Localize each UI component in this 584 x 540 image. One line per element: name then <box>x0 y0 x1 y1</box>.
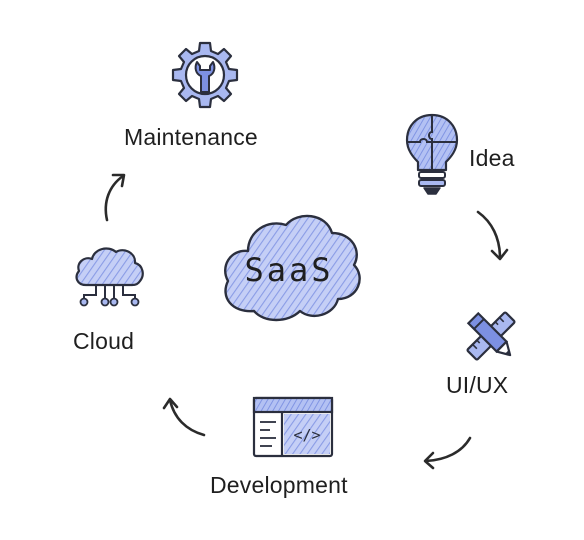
center-cloud: SaaS <box>214 205 364 330</box>
development-step-icon: </> <box>252 396 334 458</box>
arrow-development-to-cloud <box>168 398 206 437</box>
arrow-cloud-to-maintenance <box>104 174 125 222</box>
pencil-ruler-icon <box>466 311 516 361</box>
idea-step-icon <box>404 112 460 196</box>
cloud-label: Cloud <box>73 328 135 354</box>
code-glyph: </> <box>293 426 320 444</box>
arrowhead-idea-to-uiux <box>490 248 509 261</box>
maintenance-label: Maintenance <box>124 124 258 150</box>
arrowhead-uiux-to-development <box>423 451 435 470</box>
uiux-step-icon <box>462 307 520 365</box>
idea-label: Idea <box>469 145 515 171</box>
arrow-idea-to-uiux <box>476 210 502 260</box>
cloud-icon: SaaS <box>224 214 361 322</box>
cloud-step-icon <box>72 243 146 309</box>
arrowhead-cloud-to-maintenance <box>111 173 126 188</box>
saas-label: SaaS <box>244 251 333 289</box>
cloud-network-icon <box>75 247 144 307</box>
code-window-icon: </> <box>252 396 334 458</box>
maintenance-step-icon <box>170 40 240 110</box>
lightbulb-puzzle-icon <box>405 113 459 195</box>
uiux-label: UI/UX <box>446 372 509 398</box>
arrow-uiux-to-development <box>424 436 472 463</box>
arrowhead-development-to-cloud <box>162 397 179 410</box>
development-label: Development <box>210 472 348 498</box>
gear-wrench-icon <box>171 41 239 109</box>
